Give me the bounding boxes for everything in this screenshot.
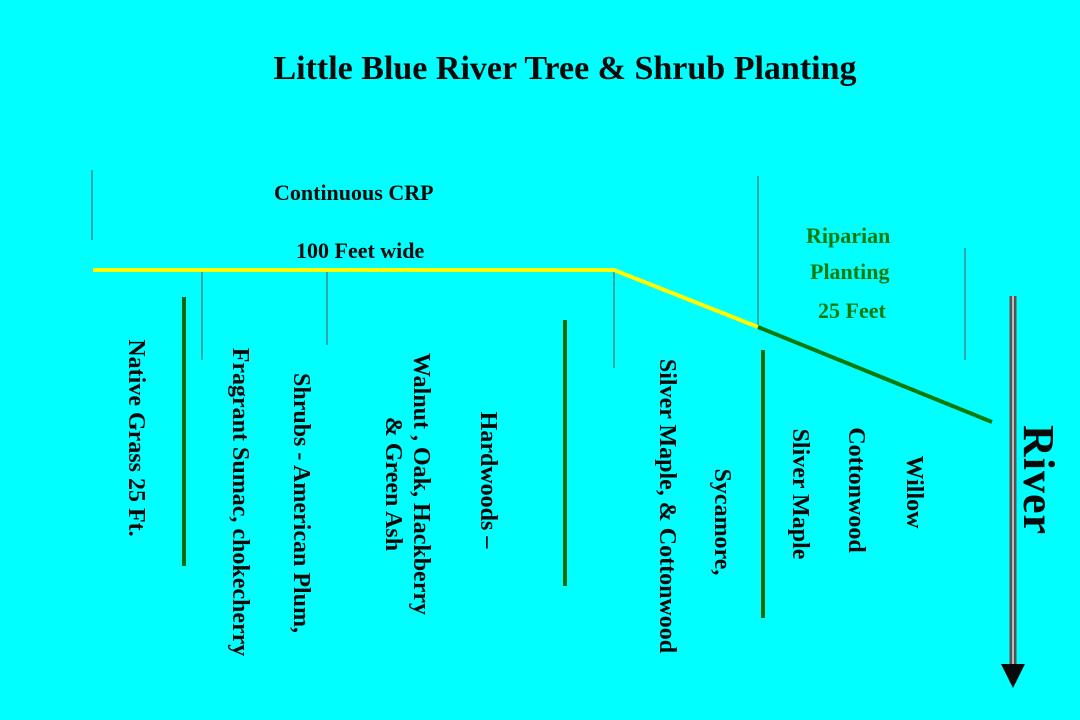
riparian-width-label: 25 Feet [818, 298, 886, 323]
native-grass-label: Native Grass 25 Ft. [123, 339, 149, 537]
ground-profile-green [757, 325, 993, 424]
fragrant-sumac-label: Fragrant Sumac, chokecherry [227, 347, 253, 657]
cottonwood-label: Cottonwood [843, 427, 869, 553]
hardwoods-label: Hardwoods – [475, 411, 501, 549]
crp-label: Continuous CRP [274, 180, 434, 205]
crp-width-label: 100 Feet wide [296, 238, 425, 263]
sliver-maple-label: Sliver Maple [787, 428, 813, 560]
riparian-label: Riparian [806, 223, 891, 248]
ground-profile-yellow [93, 268, 759, 329]
walnut-oak-label: Walnut , Oak, Hackberry & Green Ash [380, 352, 434, 616]
riparian-planting-label: Planting [810, 259, 890, 284]
river-label: River [1014, 424, 1063, 536]
willow-label: Willow [901, 455, 927, 529]
diagram-title: Little Blue River Tree & Shrub Planting [273, 50, 857, 87]
sycamore-label: Sycamore, [709, 468, 735, 576]
river-arrow-head [1001, 664, 1025, 688]
shrubs-label: Shrubs - American Plum, [288, 372, 314, 634]
silver-maple-cottonwood-label: Silver Maple, & Cottonwood [654, 358, 680, 654]
